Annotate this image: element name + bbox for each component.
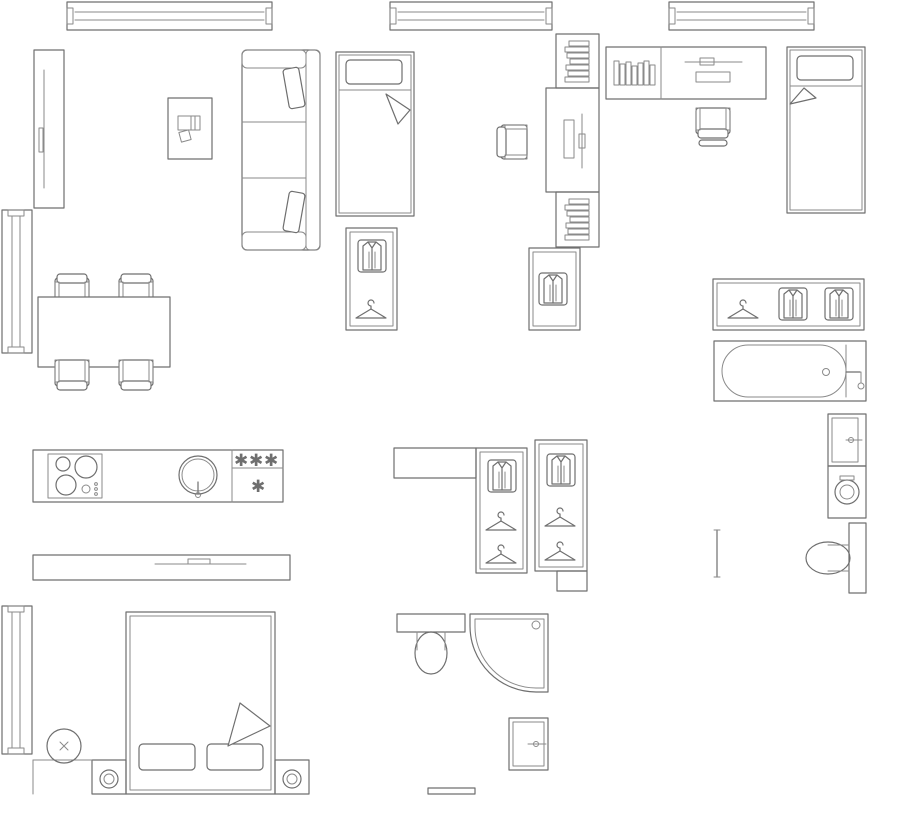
kitchen-counter: ✱ ✱ ✱ ✱	[32, 449, 284, 503]
closet-wardrobe-2	[534, 439, 588, 592]
toilet-right	[805, 522, 867, 594]
double-bed	[125, 611, 276, 795]
hob-symbol-3: ✱	[264, 451, 278, 471]
hob-symbol-4: ✱	[251, 477, 265, 497]
nightstand-left	[91, 759, 127, 795]
desk-right	[605, 46, 767, 100]
floor-lamp	[46, 728, 82, 764]
single-bed-2	[786, 46, 866, 214]
desk-chair-right	[695, 107, 731, 147]
washing-machine	[827, 465, 867, 519]
bookshelf-lower	[555, 191, 600, 248]
closet-wardrobe-1	[475, 447, 528, 574]
nightstand-right	[274, 759, 310, 795]
washbasin-center	[508, 717, 549, 771]
toilet-center	[396, 613, 466, 675]
coffee-table	[167, 97, 213, 160]
washbasin-right	[827, 413, 867, 467]
bathtub	[713, 340, 867, 402]
hob-symbol-2: ✱	[249, 451, 263, 471]
window-left-lower	[1, 605, 33, 755]
wall-cabinet	[32, 554, 291, 581]
single-bed-1	[335, 51, 415, 217]
wardrobe-2	[528, 247, 581, 331]
wardrobe-1	[345, 227, 398, 331]
tv-cabinet	[33, 49, 65, 209]
closet-shelf	[393, 447, 477, 479]
bookshelf-upper	[555, 33, 600, 89]
shower-tray	[469, 613, 549, 693]
desk-center	[545, 87, 600, 193]
sofa	[241, 49, 321, 251]
towel-rail	[713, 529, 721, 578]
window-top-right	[668, 1, 815, 31]
desk-chair-center	[496, 124, 528, 160]
door-threshold	[427, 787, 476, 795]
wardrobe-3	[712, 278, 865, 331]
window-top-left	[66, 1, 273, 31]
hob-symbol-1: ✱	[234, 451, 248, 471]
window-top-center	[389, 1, 553, 31]
dining-set	[37, 273, 171, 391]
window-left-upper	[1, 209, 33, 354]
